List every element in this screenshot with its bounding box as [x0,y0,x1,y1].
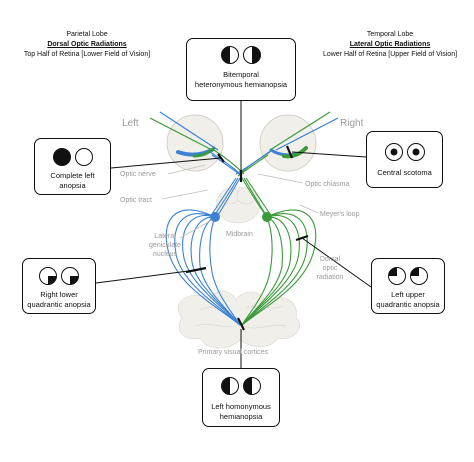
right-lower-line1: Right lower [40,290,78,299]
right-eye [259,114,317,172]
bitemporal-field-icon [221,46,261,64]
right-lower-line2: quadrantic anopsia [27,300,91,309]
lower-field-caption: Top Half of Retina [Lower Field of Visio… [23,51,151,58]
left-eye-blind-field-icon [52,148,93,166]
complete-left-deficit-box: Complete left anopsia [34,138,111,195]
left-upper-quadrant-deficit-box: Left upper quadrantic anopsia [371,258,445,314]
meyers-loop-label: Meyer's loop [320,211,360,218]
right-optic-radiations [241,209,317,326]
callout-lines [95,101,372,368]
temporal-header: Temporal Lobe Lateral Optic Radiations L… [314,30,466,60]
left-homonymous-line1: Left homonymous [211,402,271,411]
dorsal-radiations-title: Dorsal Optic Radiations [47,41,127,48]
complete-left-line2: anopsia [59,181,86,190]
central-scotoma-field-icon [384,143,425,161]
left-side-label: Left [122,118,139,129]
bitemporal-deficit-box: Bitemporal heteronymous hemianopsia [186,38,296,101]
temporal-lobe-label: Temporal Lobe [366,31,414,38]
right-lower-quadrant-field-icon [39,267,79,285]
midbrain-shape [215,186,261,224]
primary-visual-cortices-label: Primary visual cortices [198,349,269,356]
optic-nerve-label: Optic nerve [120,171,156,178]
parietal-header: Parietal Lobe Dorsal Optic Radiations To… [12,30,162,60]
bitemporal-line2: heteronymous hemianopsia [194,80,288,89]
left-upper-line1: Left upper [391,290,425,299]
left-homonymous-field-icon [221,377,261,395]
dorsal-label-line2: optic [322,265,338,272]
left-upper-line2: quadrantic anopsia [376,300,440,309]
upper-field-caption: Lower Half of Retina [Upper Field of Vis… [322,51,458,58]
right-side-label: Right [340,118,364,129]
left-homonymous-line2: hemianopsia [219,412,263,421]
dorsal-label-line3: radiation [316,274,344,281]
lateral-radiations-title: Lateral Optic Radiations [349,41,431,48]
label-pointers [161,164,319,239]
left-eye [166,114,224,172]
lgn-label-line3: nucleus [152,251,178,258]
left-homonymous-deficit-box: Left homonymous hemianopsia [202,368,280,427]
central-scotoma-deficit-box: Central scotoma [366,131,443,188]
dorsal-radiation-label: Dorsal optic radiation [310,255,350,282]
optic-chiasma-label: Optic chiasma [305,181,350,188]
lgn-label-line1: Lateral [154,233,176,240]
complete-left-line1: Complete left [50,171,95,180]
parietal-lobe-label: Parietal Lobe [66,31,108,38]
dorsal-label-line1: Dorsal [319,256,341,263]
bitemporal-line1: Bitemporal [223,70,259,79]
light-rays [149,111,339,151]
optic-tract-label: Optic tract [120,197,152,204]
left-upper-quadrant-field-icon [388,267,428,285]
lgn-label: Lateral geniculate nucleus [145,232,185,259]
left-optic-radiations [165,209,241,326]
lgn-label-line2: geniculate [149,242,181,249]
midbrain-label: Midbrain [226,231,253,238]
right-lower-quadrant-deficit-box: Right lower quadrantic anopsia [22,258,96,314]
central-scotoma-label: Central scotoma [377,168,432,177]
